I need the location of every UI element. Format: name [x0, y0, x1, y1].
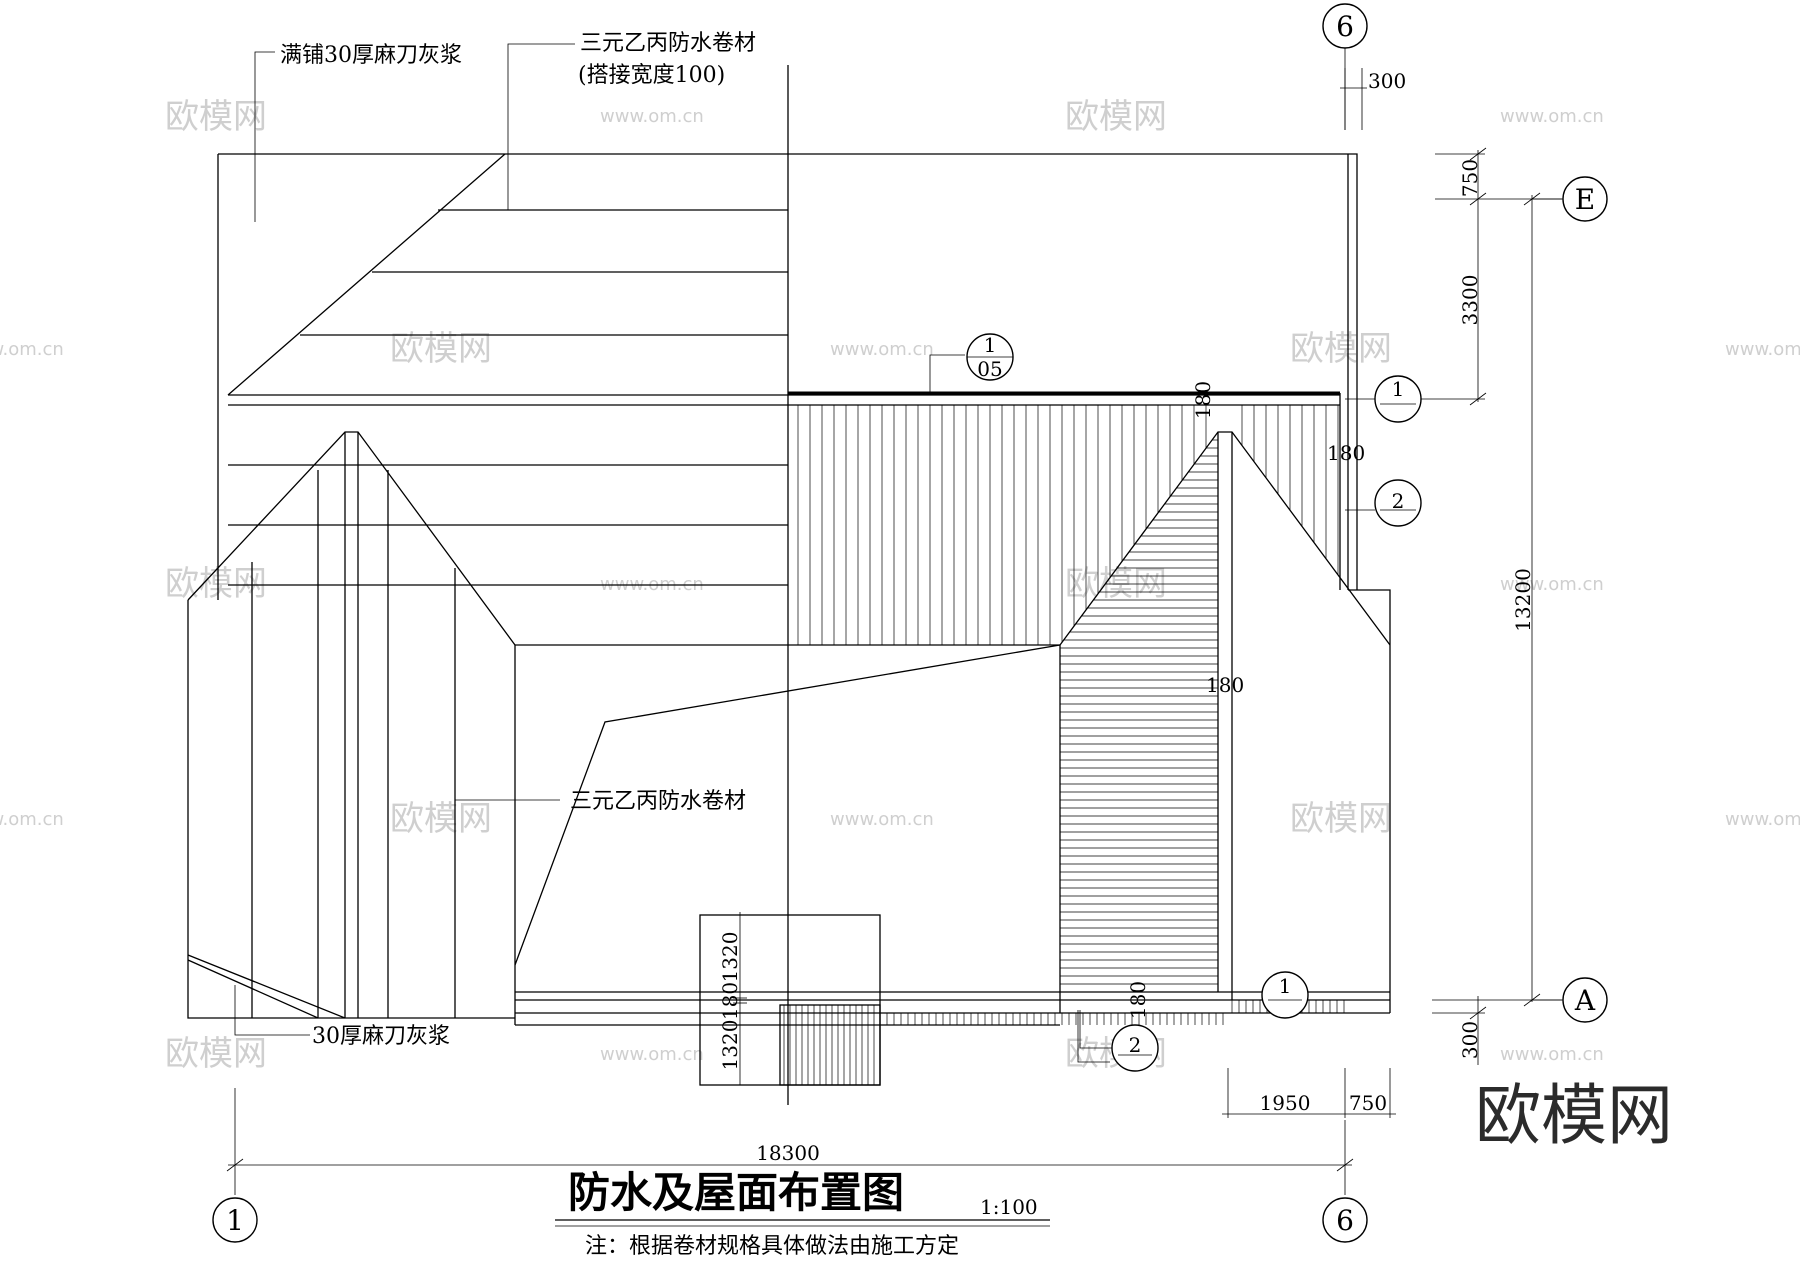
- watermark-url: www.om.cn: [600, 106, 704, 127]
- axis-1-label: 1: [226, 1204, 244, 1237]
- dim-canopy-1320-upper: 1320: [718, 932, 742, 983]
- dimension-lines: [226, 44, 1600, 1195]
- axis-bubble-1-bottom: 1: [212, 1197, 258, 1243]
- vertical-hatch: [797, 405, 1339, 645]
- note-full-mortar: 满铺30厚麻刀灰浆: [280, 43, 462, 68]
- watermark-url: www.om.cn: [830, 339, 934, 360]
- axis-A-label: A: [1574, 984, 1596, 1017]
- dim-300-bottom: 300: [1458, 1021, 1482, 1059]
- drawing-title: 防水及屋面布置图: [568, 1168, 904, 1217]
- title-block: 防水及屋面布置图 1:100 注：根据卷材规格具体做法由施工方定: [555, 1168, 1050, 1259]
- detail-bottom-2-number: 2: [1129, 1033, 1142, 1057]
- dim-750-bottom: 750: [1349, 1091, 1387, 1115]
- dim-180-top: 180: [1191, 381, 1215, 419]
- detail-top-number: 1: [984, 333, 997, 357]
- dim-3300: 3300: [1458, 275, 1482, 326]
- watermark-url: www.om.cn: [0, 339, 64, 360]
- axis-E-label: E: [1575, 183, 1595, 216]
- detail-marker-right-2: 2: [1345, 479, 1422, 527]
- detail-bottom-1-number: 1: [1279, 974, 1292, 998]
- watermark-url: www.om.cn: [1725, 339, 1800, 360]
- axis-bubble-E: E: [1532, 176, 1608, 222]
- axis-bubble-A: A: [1532, 977, 1608, 1023]
- dim-180-right: 180: [1327, 441, 1365, 465]
- dim-1950: 1950: [1260, 1091, 1311, 1115]
- note-epdm-membrane: 三元乙丙防水卷材: [580, 31, 756, 56]
- right-gable: [788, 391, 1391, 1013]
- watermark-brand: 欧模网: [1290, 329, 1392, 369]
- watermark-url: www.om.cn: [830, 809, 934, 830]
- dim-180-bottom: 180: [1126, 981, 1150, 1019]
- watermark-brand: 欧模网: [390, 799, 492, 839]
- note-mortar-bottom: 30厚麻刀灰浆: [312, 1024, 450, 1049]
- dim-13200: 13200: [1511, 568, 1535, 632]
- watermark-url: www.om.cn: [600, 1044, 704, 1065]
- note-overlap-width: (搭接宽度100): [578, 63, 725, 88]
- axis-bubble-6-bottom: 6: [1322, 1197, 1368, 1243]
- upper-left-slope: [227, 153, 1340, 586]
- drawing-scale: 1:100: [980, 1195, 1038, 1219]
- entrance-canopy: [699, 914, 881, 1086]
- watermark-brand: 欧模网: [165, 97, 267, 137]
- detail-right-2-number: 2: [1392, 489, 1405, 513]
- detail-top-sheet: 05: [977, 357, 1002, 381]
- detail-marker-bottom-2: 2: [1079, 1010, 1159, 1072]
- dim-canopy-1320-lower: 1320: [718, 1020, 742, 1071]
- watermark-url: www.om.cn: [1500, 574, 1604, 595]
- leader-lines: [234, 43, 1110, 1063]
- watermark-brand: 欧模网: [165, 1034, 267, 1074]
- axis-6-bottom-label: 6: [1336, 1204, 1354, 1237]
- detail-marker-bottom-1: 1: [1232, 971, 1309, 1019]
- dim-18300: 18300: [756, 1141, 820, 1165]
- watermark-brand-large: 欧模网: [1475, 1077, 1673, 1154]
- roof-outline: [187, 153, 1391, 1026]
- horizontal-hatch: [1060, 439, 1218, 985]
- watermark-url: www.om.cn: [1725, 809, 1800, 830]
- watermark-url: www.om.cn: [1500, 1044, 1604, 1065]
- watermark-url: www.om.cn: [0, 809, 64, 830]
- watermark-brand: 欧模网: [390, 329, 492, 369]
- dim-750-top: 750: [1458, 159, 1482, 197]
- dim-180-middle: 180: [1206, 673, 1244, 697]
- watermark-brand: 欧模网: [1290, 799, 1392, 839]
- drawing-note: 注：根据卷材规格具体做法由施工方定: [585, 1234, 959, 1259]
- detail-marker-top: 1 05: [966, 333, 1014, 381]
- dim-canopy-180-upper: 180: [718, 982, 742, 1020]
- left-gable: [187, 431, 516, 1019]
- watermark-brand: 欧模网: [1065, 97, 1167, 137]
- detail-marker-right-1: 1: [1345, 375, 1485, 423]
- dim-300-top: 300: [1368, 69, 1406, 93]
- axis-bubble-6-top: 6: [1322, 3, 1368, 49]
- axis-6-top-label: 6: [1336, 10, 1354, 43]
- detail-right-1-number: 1: [1392, 377, 1405, 401]
- watermark-url: www.om.cn: [1500, 106, 1604, 127]
- note-epdm-membrane-middle: 三元乙丙防水卷材: [570, 789, 746, 814]
